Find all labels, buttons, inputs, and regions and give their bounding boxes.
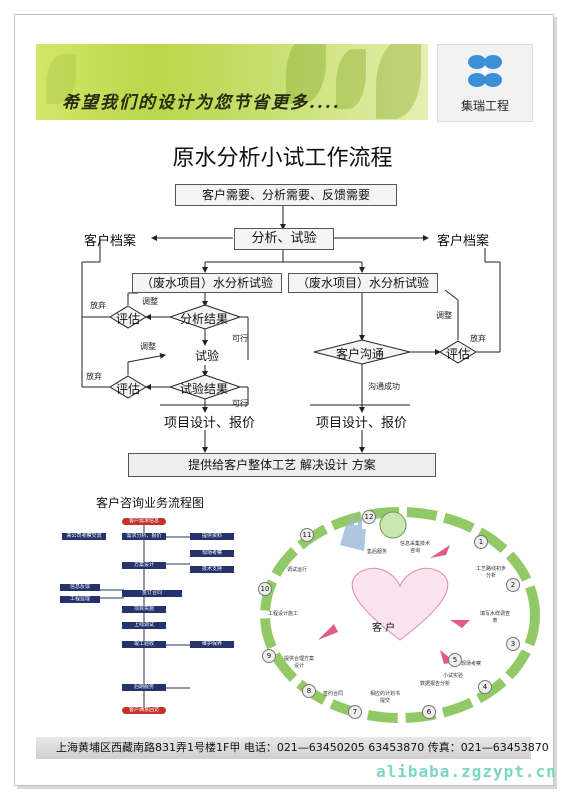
left-water-test-box: （废水项目）水分析试验 [132, 273, 282, 293]
project-design-right: 项目设计、报价 [316, 416, 408, 431]
footer-contact: 上海黄埔区西藏南路831弄1号楼1F甲 电话：021—63450205 6345… [36, 737, 549, 759]
evaluate-label-1: 评估 [116, 312, 141, 326]
consult-side-0: 提供资料 [190, 533, 234, 540]
cycle-center-label: 客 户 [372, 623, 396, 634]
cycle-num-1: 1 [474, 535, 488, 549]
consult-side-5: 维护保养 [190, 641, 234, 648]
cycle-label-3: 填写水样调查表 [480, 611, 511, 624]
consult-node-9: 客户满意回访 [122, 707, 166, 714]
adjust-label-3: 调整 [436, 311, 452, 320]
cycle-label-6: 数据报告分析 [420, 681, 451, 687]
feasible-label-2: 可行 [232, 399, 248, 408]
cycle-num-3: 3 [506, 637, 520, 651]
butterfly-logo-icon [468, 55, 502, 87]
page-title: 原水分析小试工作流程 [172, 146, 393, 171]
customer-needs-box: 客户需要、分析需要、反馈需要 [175, 184, 397, 206]
cycle-num-9: 9 [262, 649, 276, 663]
customer-comm-label: 客户沟通 [336, 347, 385, 361]
consult-side-2: 技术支持 [190, 566, 234, 573]
cycle-label-7: 相应的计划书提交 [370, 691, 401, 704]
cycle-num-11: 11 [300, 528, 314, 542]
consult-node-2: 需求分析、报价 [122, 533, 166, 540]
right-water-test-box: （废水项目）水分析试验 [288, 273, 438, 293]
cycle-num-4: 4 [478, 680, 492, 694]
giveup-label-3: 放弃 [470, 334, 486, 343]
cycle-num-12: 12 [362, 510, 376, 524]
page-frame [14, 14, 554, 786]
consult-node-7: 竣工验收 [122, 641, 166, 648]
cycle-label-5: 小试实验 [442, 673, 463, 679]
trial-label: 试验 [195, 349, 220, 363]
consult-side-3: 信息反馈 [60, 584, 100, 591]
trial-result-label: 试验结果 [180, 382, 229, 396]
consult-node-1: 来公司考察交流 [62, 533, 106, 540]
cycle-label-4: 现场考察 [460, 661, 481, 667]
cycle-label-11: 调试运行 [286, 567, 307, 573]
cycle-label-2: 工艺路线初步分析 [476, 566, 507, 579]
logo-text: 集瑞工程 [460, 99, 509, 113]
analysis-result-label: 分析结果 [180, 312, 229, 326]
cycle-num-7: 7 [348, 705, 362, 719]
consult-node-8: 后期服务 [122, 684, 166, 691]
analysis-test-box: 分析、试验 [234, 228, 334, 250]
right-archive-label: 客户档案 [437, 234, 490, 249]
comm-success-label: 沟通成功 [368, 382, 400, 391]
adjust-label-1: 调整 [142, 297, 158, 306]
left-archive-label: 客户档案 [84, 234, 137, 249]
consult-node-5: 项目实施 [122, 606, 166, 613]
consult-node-3: 方案设计 [122, 562, 166, 569]
giveup-label-2: 放弃 [86, 372, 102, 381]
cycle-num-8: 8 [302, 684, 316, 698]
consult-node-6: 上线调试 [122, 622, 166, 629]
cycle-label-9: 提供合理方案设计 [284, 656, 315, 669]
consult-flow-title: 客户咨询业务流程图 [96, 496, 205, 510]
evaluate-label-2: 评估 [116, 382, 141, 396]
cycle-label-8: 签约合同 [322, 691, 343, 697]
cycle-num-5: 5 [448, 653, 462, 667]
giveup-label-1: 放弃 [90, 301, 106, 310]
consult-node-4: 签订合同 [122, 590, 182, 597]
company-logo: 集瑞工程 [437, 44, 533, 122]
banner-slogan: 希望我们的设计为您节省更多.... [62, 93, 341, 113]
cycle-num-2: 2 [506, 578, 520, 592]
watermark-text: alibaba.zgzypt.cn [376, 762, 557, 781]
cycle-label-10: 工程设计施工 [268, 611, 299, 617]
header-banner: 希望我们的设计为您节省更多.... [36, 44, 428, 120]
consult-side-1: 现场考察 [190, 550, 234, 557]
evaluate-label-3: 评估 [446, 347, 471, 361]
feasible-label-1: 可行 [232, 334, 248, 343]
cycle-num-6: 6 [422, 705, 436, 719]
cycle-num-10: 10 [258, 582, 272, 596]
cycle-label-1: 信息采集技术咨询 [400, 541, 431, 554]
consult-side-4: 工程监理 [60, 596, 100, 603]
adjust-label-2: 调整 [140, 342, 156, 351]
project-design-left: 项目设计、报价 [164, 416, 256, 431]
consult-node-0: 客户需求信息 [122, 518, 166, 525]
final-solution-box: 提供给客户整体工艺 解决设计 方案 [128, 453, 436, 477]
cycle-label-12: 售后服务 [366, 549, 387, 555]
